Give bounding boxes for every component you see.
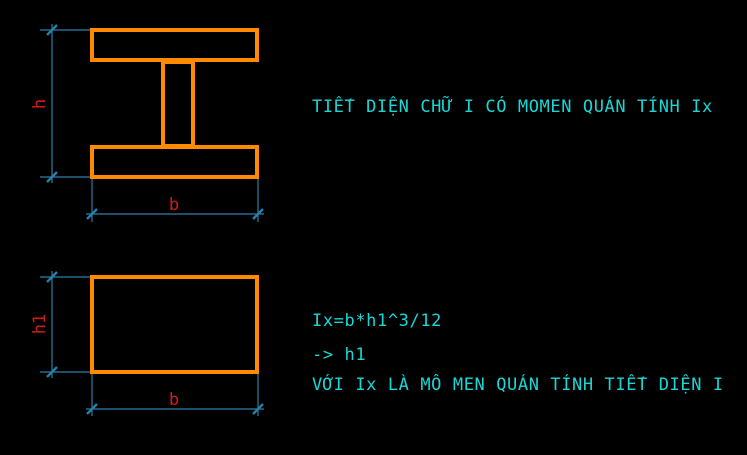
- rect-section-height-dimension: [40, 271, 90, 378]
- i-section: [90, 28, 259, 179]
- i-section-height-label: h: [30, 99, 50, 109]
- note-formula: Ix=b*h1^3/12: [312, 311, 442, 331]
- note-arrow-result: -> h1: [312, 345, 366, 365]
- rect-section-width-dimension: [86, 374, 264, 416]
- i-section-bottom-flange: [90, 145, 259, 179]
- rect-section-height-label: h1: [30, 314, 50, 334]
- i-section-top-flange: [90, 28, 259, 62]
- i-section-height-dimension: [40, 24, 90, 183]
- rect-section-width-label: b: [169, 390, 179, 410]
- i-section-width-label: b: [169, 195, 179, 215]
- note-title: TIẾT DIỆN CHỮ I CÓ MOMEN QUÁN TÍNH Ix: [312, 95, 713, 117]
- rect-section: [90, 275, 259, 374]
- i-section-width-dimension: [86, 179, 264, 222]
- note-explanation: VỚI Ix LÀ MÔ MEN QUÁN TÍNH TIẾT DIỆN I: [312, 373, 724, 395]
- i-section-web: [161, 60, 195, 148]
